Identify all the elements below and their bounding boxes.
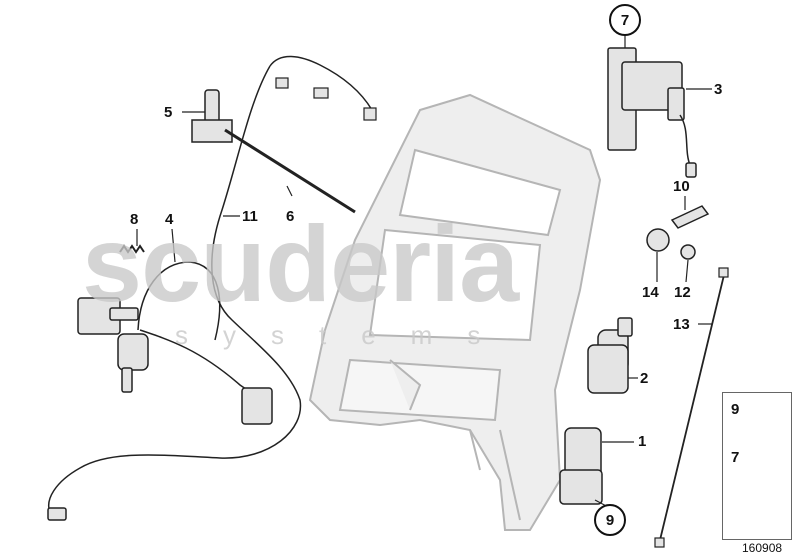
callout-9-circle: 9 — [594, 504, 626, 536]
part-13-cable — [654, 267, 729, 548]
callout-3: 3 — [714, 81, 723, 98]
callout-1: 1 — [638, 433, 647, 450]
legend-item-7: 7 — [731, 449, 740, 466]
callout-4: 4 — [165, 211, 174, 228]
callout-5: 5 — [164, 104, 173, 121]
callout-13: 13 — [673, 316, 690, 333]
watermark-main: scuderia — [82, 203, 519, 324]
part-11-cable — [48, 65, 302, 513]
part-6-rod — [224, 128, 356, 214]
callout-2: 2 — [640, 370, 649, 387]
legend-item-9: 9 — [731, 401, 740, 418]
diagram-id: 160908 — [742, 541, 783, 555]
small-fasteners — [646, 205, 710, 260]
part-4-harness — [47, 261, 273, 521]
callout-11: 11 — [242, 208, 258, 225]
callout-7-circle: 7 — [609, 4, 641, 36]
part-8-spring — [119, 244, 145, 254]
callout-14: 14 — [642, 284, 659, 301]
part-2-motor — [587, 317, 633, 394]
callout-10: 10 — [673, 178, 690, 195]
callout-12: 12 — [674, 284, 691, 301]
part-5-lever — [191, 89, 233, 143]
seat-frame — [308, 93, 602, 531]
callout-8: 8 — [130, 211, 139, 228]
hardware-legend: 9 7 — [722, 392, 792, 540]
watermark-sub: systems — [175, 320, 516, 350]
callout-6: 6 — [286, 208, 295, 225]
leader-lines — [136, 32, 712, 509]
part-1-motor — [559, 427, 603, 505]
part-7-bracket — [607, 47, 697, 178]
